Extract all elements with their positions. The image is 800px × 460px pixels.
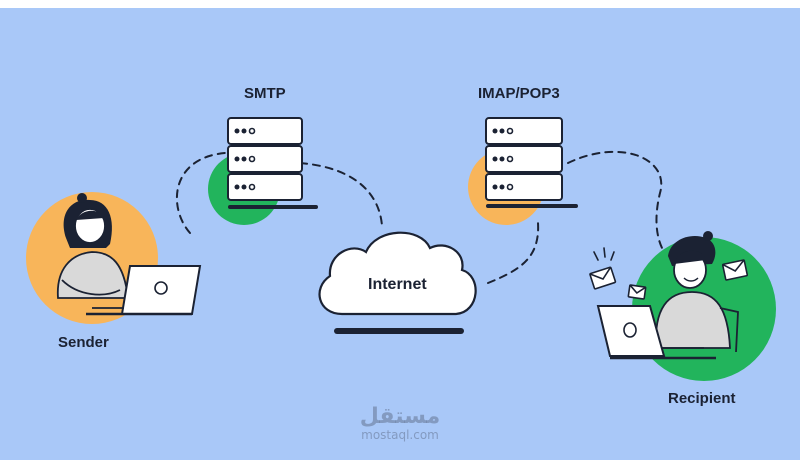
sender-label: Sender bbox=[58, 334, 109, 351]
smtp-server-icon bbox=[208, 117, 318, 225]
sparkle-lines bbox=[593, 247, 615, 261]
internet-label: Internet bbox=[368, 276, 427, 293]
imap-server-icon bbox=[468, 117, 578, 225]
diagram-svg bbox=[26, 117, 776, 381]
recipient-label: Recipient bbox=[668, 390, 736, 407]
envelope-icon bbox=[589, 259, 749, 300]
diagram-canvas: SMTP IMAP/POP3 Internet Sender Recipient… bbox=[0, 8, 800, 460]
recipient-laptop-icon bbox=[596, 305, 716, 360]
watermark-logo: مستقل bbox=[359, 404, 441, 429]
imap-to-recipient-line bbox=[567, 150, 663, 249]
internet-cloud-icon bbox=[318, 231, 477, 334]
sender-laptop-icon bbox=[86, 265, 202, 316]
imap-label: IMAP/POP3 bbox=[478, 85, 560, 102]
smtp-to-internet-line bbox=[299, 162, 383, 227]
smtp-label: SMTP bbox=[244, 85, 286, 102]
internet-to-imap-line bbox=[487, 222, 540, 284]
watermark-url: mostaql.com bbox=[361, 428, 439, 442]
sender-to-smtp-line bbox=[176, 152, 226, 234]
watermark: مستقل mostaql.com bbox=[350, 404, 450, 443]
